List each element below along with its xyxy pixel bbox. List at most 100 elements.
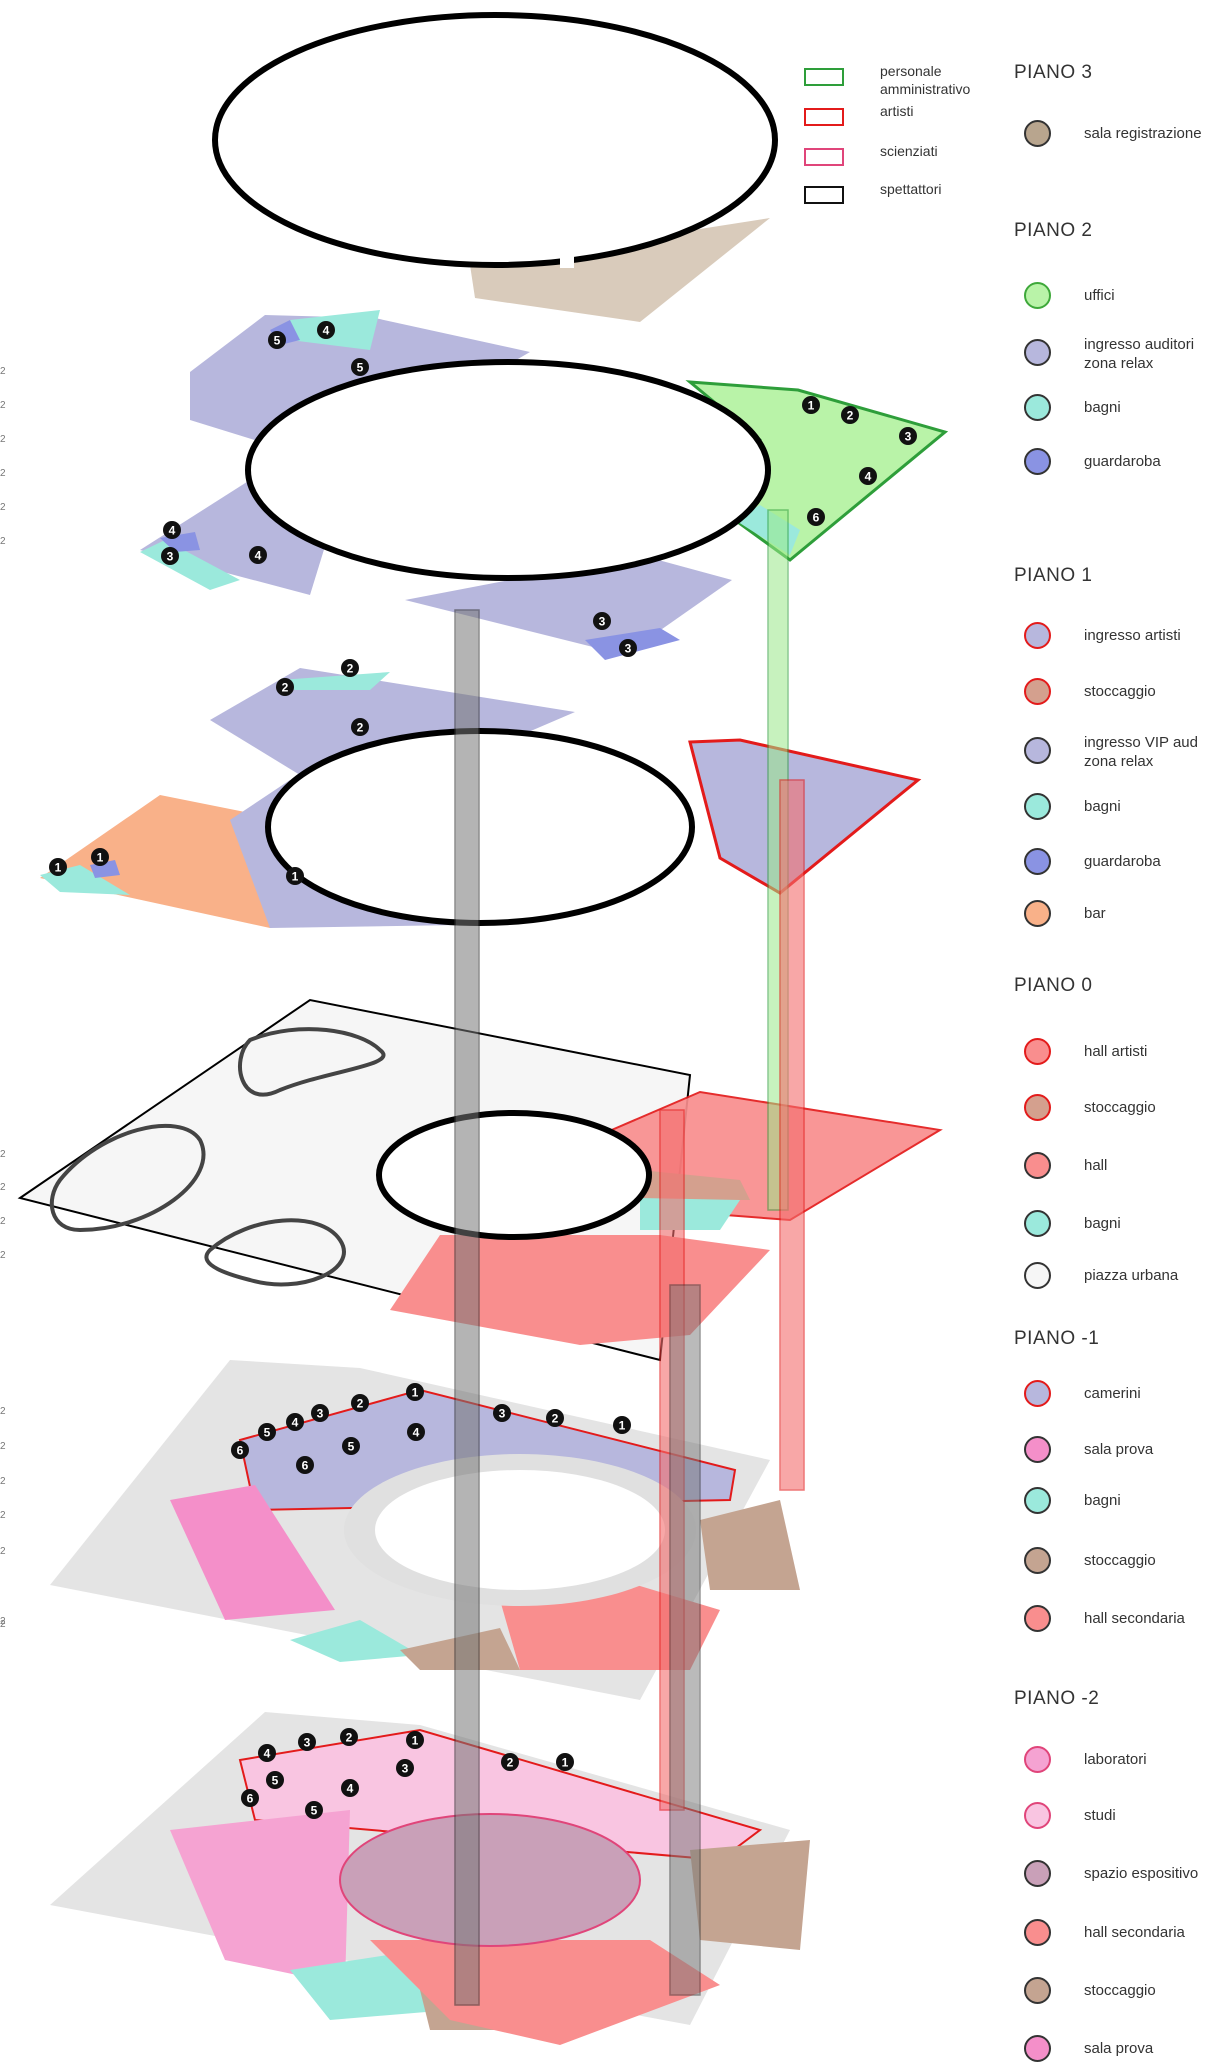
legend-item: studi — [1016, 1800, 1207, 1834]
shaft-artisti-1 — [779, 779, 805, 1491]
sala-registrazione-slab — [470, 218, 770, 322]
room-number-marker: 5 — [342, 1437, 360, 1455]
legend-swatch — [1024, 1977, 1051, 2004]
legend-label: camerini — [1084, 1385, 1141, 1402]
edge-tick: 2 — [0, 1510, 6, 1521]
marker-number: 4 — [413, 1426, 420, 1440]
floor-minus-1 — [50, 1360, 800, 1700]
floor-title: PIANO -2 — [1014, 1688, 1100, 1709]
legend-item: hall — [1016, 1150, 1207, 1184]
legend-label: bagni — [1084, 1215, 1121, 1232]
room-number-marker: 4 — [407, 1423, 425, 1441]
legend-label: piazza urbana — [1084, 1267, 1179, 1284]
room-number-marker: 1 — [406, 1383, 424, 1401]
legend-label: bagni — [1084, 399, 1121, 416]
legend-swatch — [1024, 448, 1051, 475]
legend-label: uffici — [1084, 287, 1115, 304]
vertical-shafts — [454, 509, 805, 2006]
legend-label: stoccaggio — [1084, 1099, 1156, 1116]
key-item: scienziati — [800, 142, 1010, 172]
marker-number: 4 — [255, 549, 262, 563]
legend-item: ingresso auditori zona relax — [1016, 336, 1207, 372]
room-number-marker: 3 — [396, 1759, 414, 1777]
legend-item: stoccaggio — [1016, 1545, 1207, 1579]
room-number-marker: 3 — [311, 1404, 329, 1422]
room-number-marker: 4 — [317, 321, 335, 339]
marker-number: 4 — [292, 1416, 299, 1430]
marker-number: 1 — [55, 861, 62, 875]
legend-item: hall artisti — [1016, 1036, 1207, 1070]
legend-label: ingresso VIP aud zona relax — [1084, 734, 1198, 770]
marker-number: 3 — [599, 615, 606, 629]
edge-tick: 2 — [0, 1250, 6, 1261]
stoccaggio-minus-1-east — [700, 1500, 800, 1590]
legend-swatch — [1024, 120, 1051, 147]
legend-item: stoccaggio — [1016, 1092, 1207, 1126]
edge-tick: 2 — [0, 400, 6, 411]
legend-label: stoccaggio — [1084, 1552, 1156, 1569]
marker-number: 1 — [619, 1419, 626, 1433]
room-number-marker: 2 — [340, 1728, 358, 1746]
key-item: personale amministrativo — [800, 62, 1010, 97]
floor-title: PIANO 3 — [1014, 62, 1093, 83]
room-number-marker: 3 — [493, 1404, 511, 1422]
marker-number: 2 — [507, 1756, 514, 1770]
room-number-marker: 1 — [556, 1753, 574, 1771]
hall-secondaria-minus-2 — [370, 1940, 720, 2045]
legend-label: spazio espositivo — [1084, 1865, 1199, 1882]
legend-swatch — [1024, 1152, 1051, 1179]
legend-label: studi — [1084, 1807, 1116, 1824]
marker-number: 3 — [304, 1736, 311, 1750]
legend-swatch — [1024, 1210, 1051, 1237]
edge-tick: 2 — [0, 1406, 6, 1417]
key-item: artisti — [800, 102, 1010, 132]
bagni-minus-1 — [290, 1620, 420, 1662]
piazza-contour-west — [49, 1124, 206, 1233]
edge-tick: 2 — [0, 434, 6, 445]
room-number-marker: 3 — [619, 639, 637, 657]
legend-label: hall artisti — [1084, 1043, 1148, 1060]
key-swatch — [804, 148, 844, 166]
floor-title: PIANO 0 — [1014, 975, 1093, 996]
legend-item: stoccaggio — [1016, 676, 1207, 710]
marker-number: 2 — [847, 409, 854, 423]
marker-number: 4 — [347, 1782, 354, 1796]
room-number-marker: 2 — [341, 659, 359, 677]
marker-number: 4 — [865, 470, 872, 484]
room-number-marker: 2 — [546, 1409, 564, 1427]
room-number-marker: 2 — [841, 406, 859, 424]
legend-swatch — [1024, 339, 1051, 366]
legend-item: camerini — [1016, 1378, 1207, 1412]
legend-swatch — [1024, 1487, 1051, 1514]
room-number-marker: 5 — [305, 1801, 323, 1819]
legend-label: hall — [1084, 1157, 1108, 1174]
legend-item: bagni — [1016, 1485, 1207, 1519]
hall-0 — [390, 1235, 770, 1345]
marker-number: 1 — [808, 399, 815, 413]
room-number-marker: 4 — [341, 1779, 359, 1797]
room-number-marker: 1 — [49, 858, 67, 876]
room-number-marker: 3 — [593, 612, 611, 630]
floor-title: PIANO 2 — [1014, 220, 1093, 241]
key-label: personale amministrativo — [880, 63, 971, 97]
edge-tick: 2 — [0, 502, 6, 513]
shaft-spettatori-2 — [669, 1284, 701, 1996]
key-label: artisti — [880, 103, 914, 119]
legend-label: bagni — [1084, 1492, 1121, 1509]
legend-swatch — [1024, 1038, 1051, 1065]
marker-number: 5 — [264, 1426, 271, 1440]
room-number-marker: 4 — [286, 1413, 304, 1431]
legend-swatch — [1024, 1746, 1051, 1773]
marker-number: 2 — [357, 721, 364, 735]
bagni-0 — [640, 1198, 740, 1230]
legend-swatch — [1024, 282, 1051, 309]
edge-tick: 2 — [0, 1149, 6, 1160]
legend-swatch — [1024, 900, 1051, 927]
room-number-marker: 6 — [296, 1456, 314, 1474]
marker-number: 3 — [499, 1407, 506, 1421]
marker-number: 6 — [813, 511, 820, 525]
marker-number: 5 — [274, 334, 281, 348]
edge-tick: 2 — [0, 1216, 6, 1227]
room-number-marker: 6 — [241, 1789, 259, 1807]
